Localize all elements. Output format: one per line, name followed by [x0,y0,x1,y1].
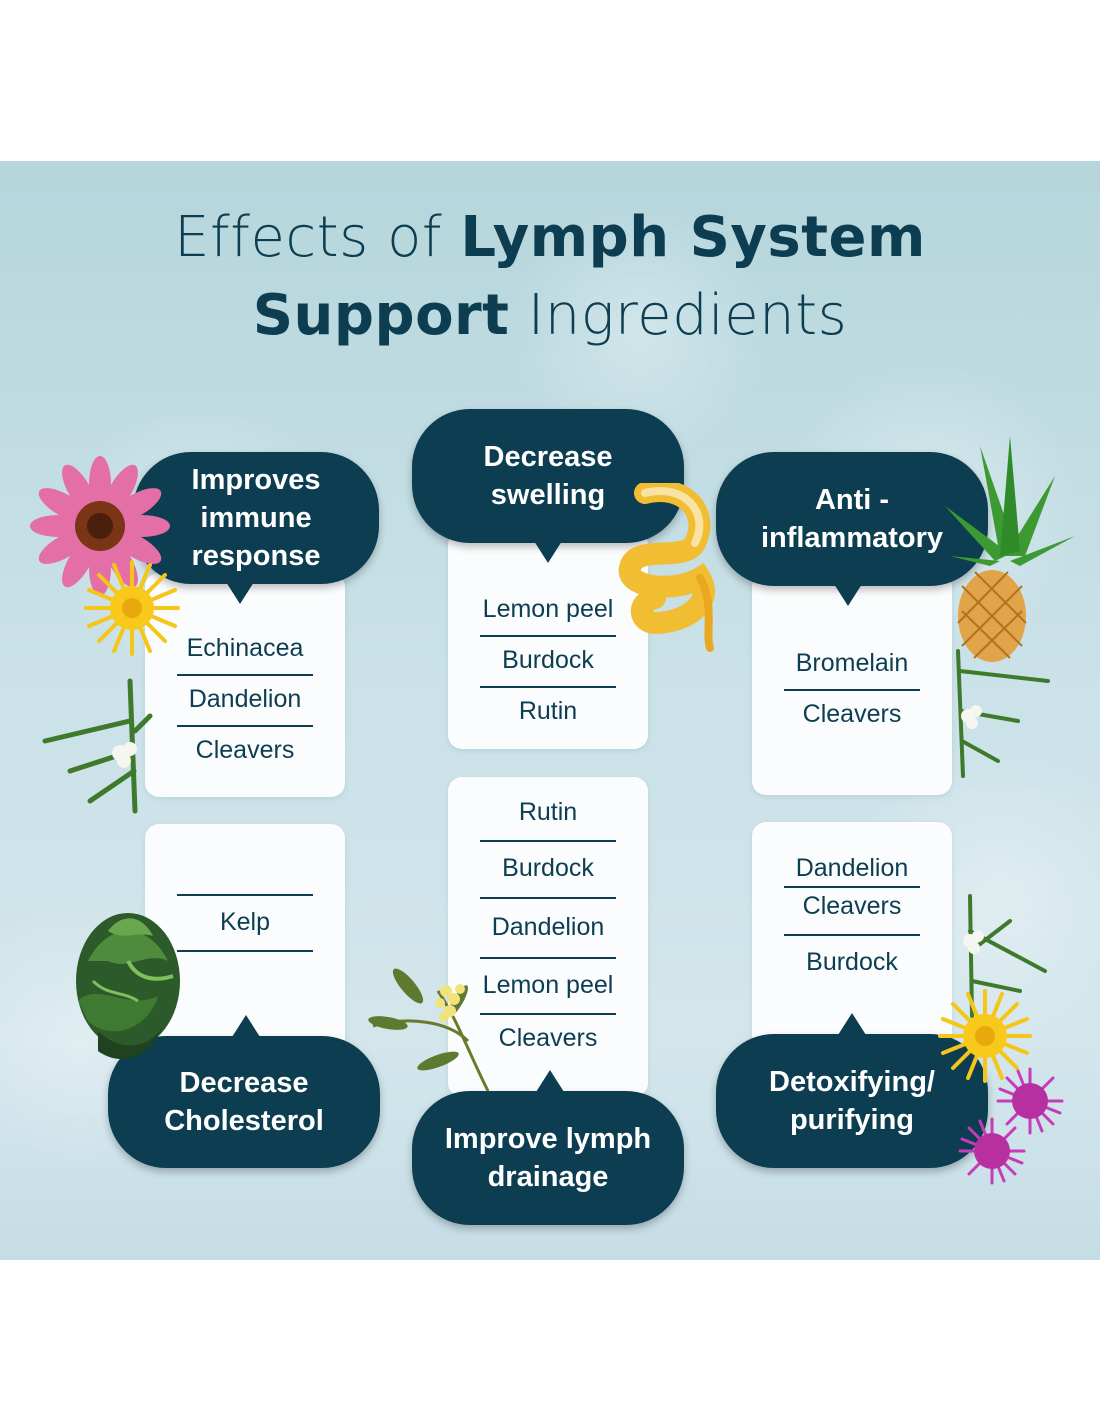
cleavers-sprig-icon [956,649,1050,778]
effect-label: Decrease swelling [483,441,613,511]
bubble-tail [226,582,254,604]
ingredient: Cleavers [752,689,952,740]
ingredient-list: Echinacea Dandelion Cleavers [145,623,345,776]
ingredient: Dandelion [448,897,648,957]
effect-bubble-detox: Detoxifying/ purifying [716,1013,988,1168]
ingredient: Lemon peel [448,957,648,1013]
ingredient: Dandelion [795,854,909,882]
ingredient: Cleavers [145,725,345,776]
cleavers-sprig-icon [963,894,1047,1018]
effect-label: Improves immune response [191,464,321,572]
title-line-2: Support Ingredients [252,283,848,348]
ingredient: Dandelion [145,674,345,725]
bubble-tail [838,1013,866,1035]
effect-card-anti-inflammatory: Bromelain Cleavers [752,573,952,795]
ingredient: Kelp [219,908,271,936]
divider [177,950,313,952]
cleavers-sprig-icon [42,678,153,814]
ingredient: Rutin [448,686,648,737]
effect-label: Anti - inflammatory [760,484,944,554]
effect-bubble-anti-inflammatory: Anti - inflammatory [716,452,988,606]
bubble-tail [834,584,862,606]
ingredient: Rutin [518,798,578,826]
effect-bubble-swelling: Decrease swelling [412,409,684,563]
ingredient: Bromelain [795,649,909,677]
effect-bubble-cholesterol: Decrease Cholesterol [108,1015,380,1168]
effect-label: Detoxifying/ purifying [769,1066,935,1136]
effect-card-immune: Echinacea Dandelion Cleavers [145,573,345,797]
effect-label: Decrease Cholesterol [164,1067,324,1137]
ingredient-list: Bromelain Cleavers [752,638,952,740]
effect-label: Improve lymph drainage [444,1123,652,1193]
ingredient-list: Rutin Burdock Dandelion Lemon peel Cleav… [448,787,648,1064]
bubble-tail [232,1015,260,1037]
ingredient: Burdock [752,934,952,988]
effect-card-swelling: Lemon peel Burdock Rutin [448,531,648,749]
ingredient: Echinacea [186,634,304,662]
bubble-tail [534,541,562,563]
infographic-banner: Effects of Lymph System Support Ingredie… [0,161,1100,1260]
ingredient: Cleavers [752,886,952,934]
page-title: Effects of Lymph System Support Ingredie… [0,199,1100,355]
ingredient-list: Dandelion Cleavers Burdock [752,844,952,988]
ingredient-list: Kelp [145,896,345,950]
title-line-1: Effects of Lymph System [174,205,926,270]
effect-bubble-lymph-drainage: Improve lymph drainage [412,1070,684,1225]
divider [177,894,313,896]
ingredient: Lemon peel [482,595,614,623]
effect-card-detox: Dandelion Cleavers Burdock [752,822,952,1050]
bubble-tail [536,1070,564,1092]
ingredient: Cleavers [448,1013,648,1064]
ingredient: Burdock [448,840,648,897]
effect-card-lymph-drainage: Rutin Burdock Dandelion Lemon peel Cleav… [448,777,648,1097]
effect-bubble-immune: Improves immune response [133,452,379,604]
ingredient: Burdock [448,635,648,686]
ingredient-list: Lemon peel Burdock Rutin [448,584,648,737]
